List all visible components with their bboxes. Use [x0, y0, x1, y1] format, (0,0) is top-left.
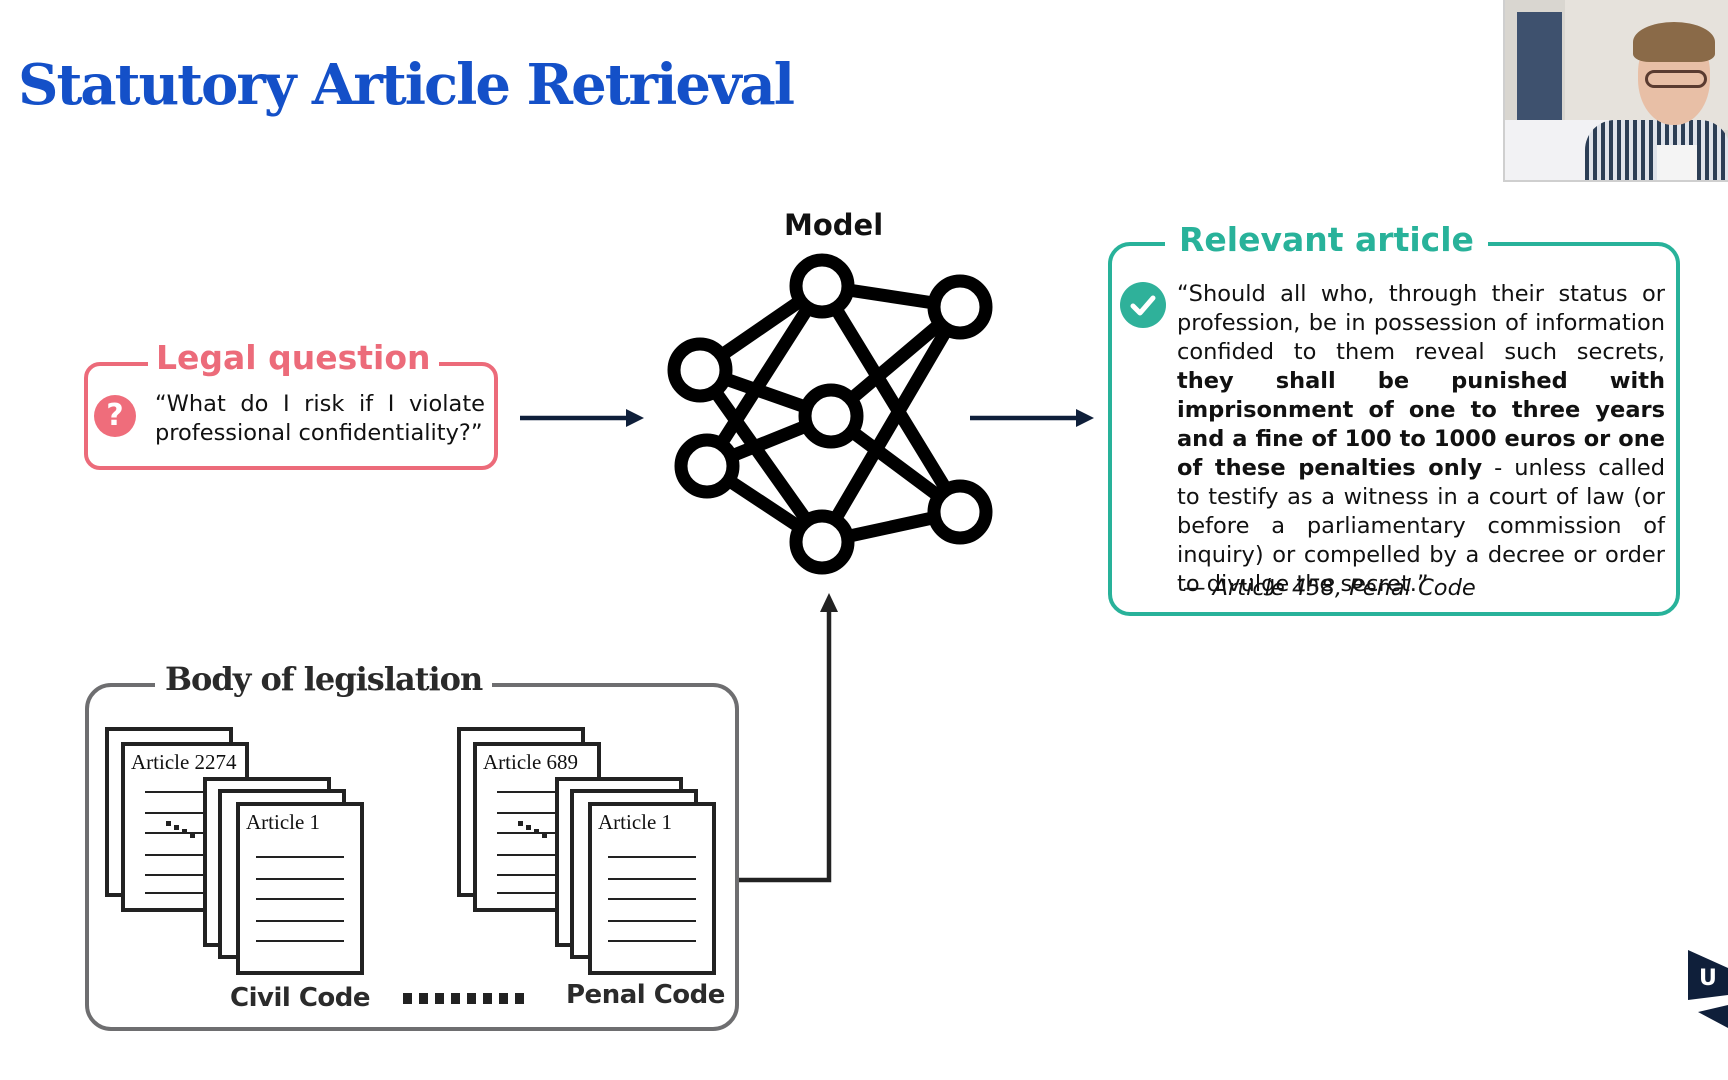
university-logo-icon: U: [1688, 950, 1728, 1028]
presenter-webcam: [1503, 0, 1728, 182]
legal-question-title: Legal question: [148, 338, 439, 377]
relevant-article-title: Relevant article: [1165, 220, 1488, 259]
webcam-presenter-hair: [1633, 22, 1715, 62]
webcam-shirt: [1585, 120, 1728, 180]
document-label: Article 1: [598, 810, 673, 834]
neural-network-icon: [667, 253, 993, 575]
article-text-exceptions: - unless called to testify as a witness …: [1177, 455, 1666, 597]
document-label: Article 2274: [131, 750, 237, 774]
body-of-legislation-title: Body of legislation: [155, 660, 493, 698]
question-icon: ?: [94, 395, 136, 437]
ellipsis-dots: [403, 993, 524, 1004]
article-text-intro: “Should all who, through their status or…: [1177, 281, 1665, 365]
relevant-article-text: “Should all who, through their status or…: [1177, 280, 1665, 599]
arrow-right-icon: [520, 409, 644, 427]
article-citation: — Article 458, Penal Code: [1183, 575, 1476, 601]
check-icon: [1120, 282, 1166, 328]
slide-title: Statutory Article Retrieval: [18, 52, 795, 118]
civil-code-label: Civil Code: [230, 983, 371, 1013]
webcam-tshirt: [1657, 145, 1697, 180]
document-label: Article 1: [246, 810, 321, 834]
document-first-article: Article 1: [588, 802, 716, 975]
legal-question-text: “What do I risk if I violate professiona…: [155, 391, 485, 446]
document-label: Article 689: [483, 750, 579, 774]
logo-letter: U: [1699, 966, 1717, 991]
penal-code-label: Penal Code: [566, 980, 725, 1010]
webcam-presenter-glasses: [1645, 70, 1707, 88]
document-first-article: Article 1: [236, 802, 364, 975]
arrow-up-icon: [739, 593, 838, 883]
article-text-penalty: they shall be punished with imprisonment…: [1177, 368, 1665, 481]
arrow-right-icon: [970, 409, 1094, 427]
webcam-curtain: [1517, 12, 1562, 130]
model-label: Model: [784, 208, 884, 242]
